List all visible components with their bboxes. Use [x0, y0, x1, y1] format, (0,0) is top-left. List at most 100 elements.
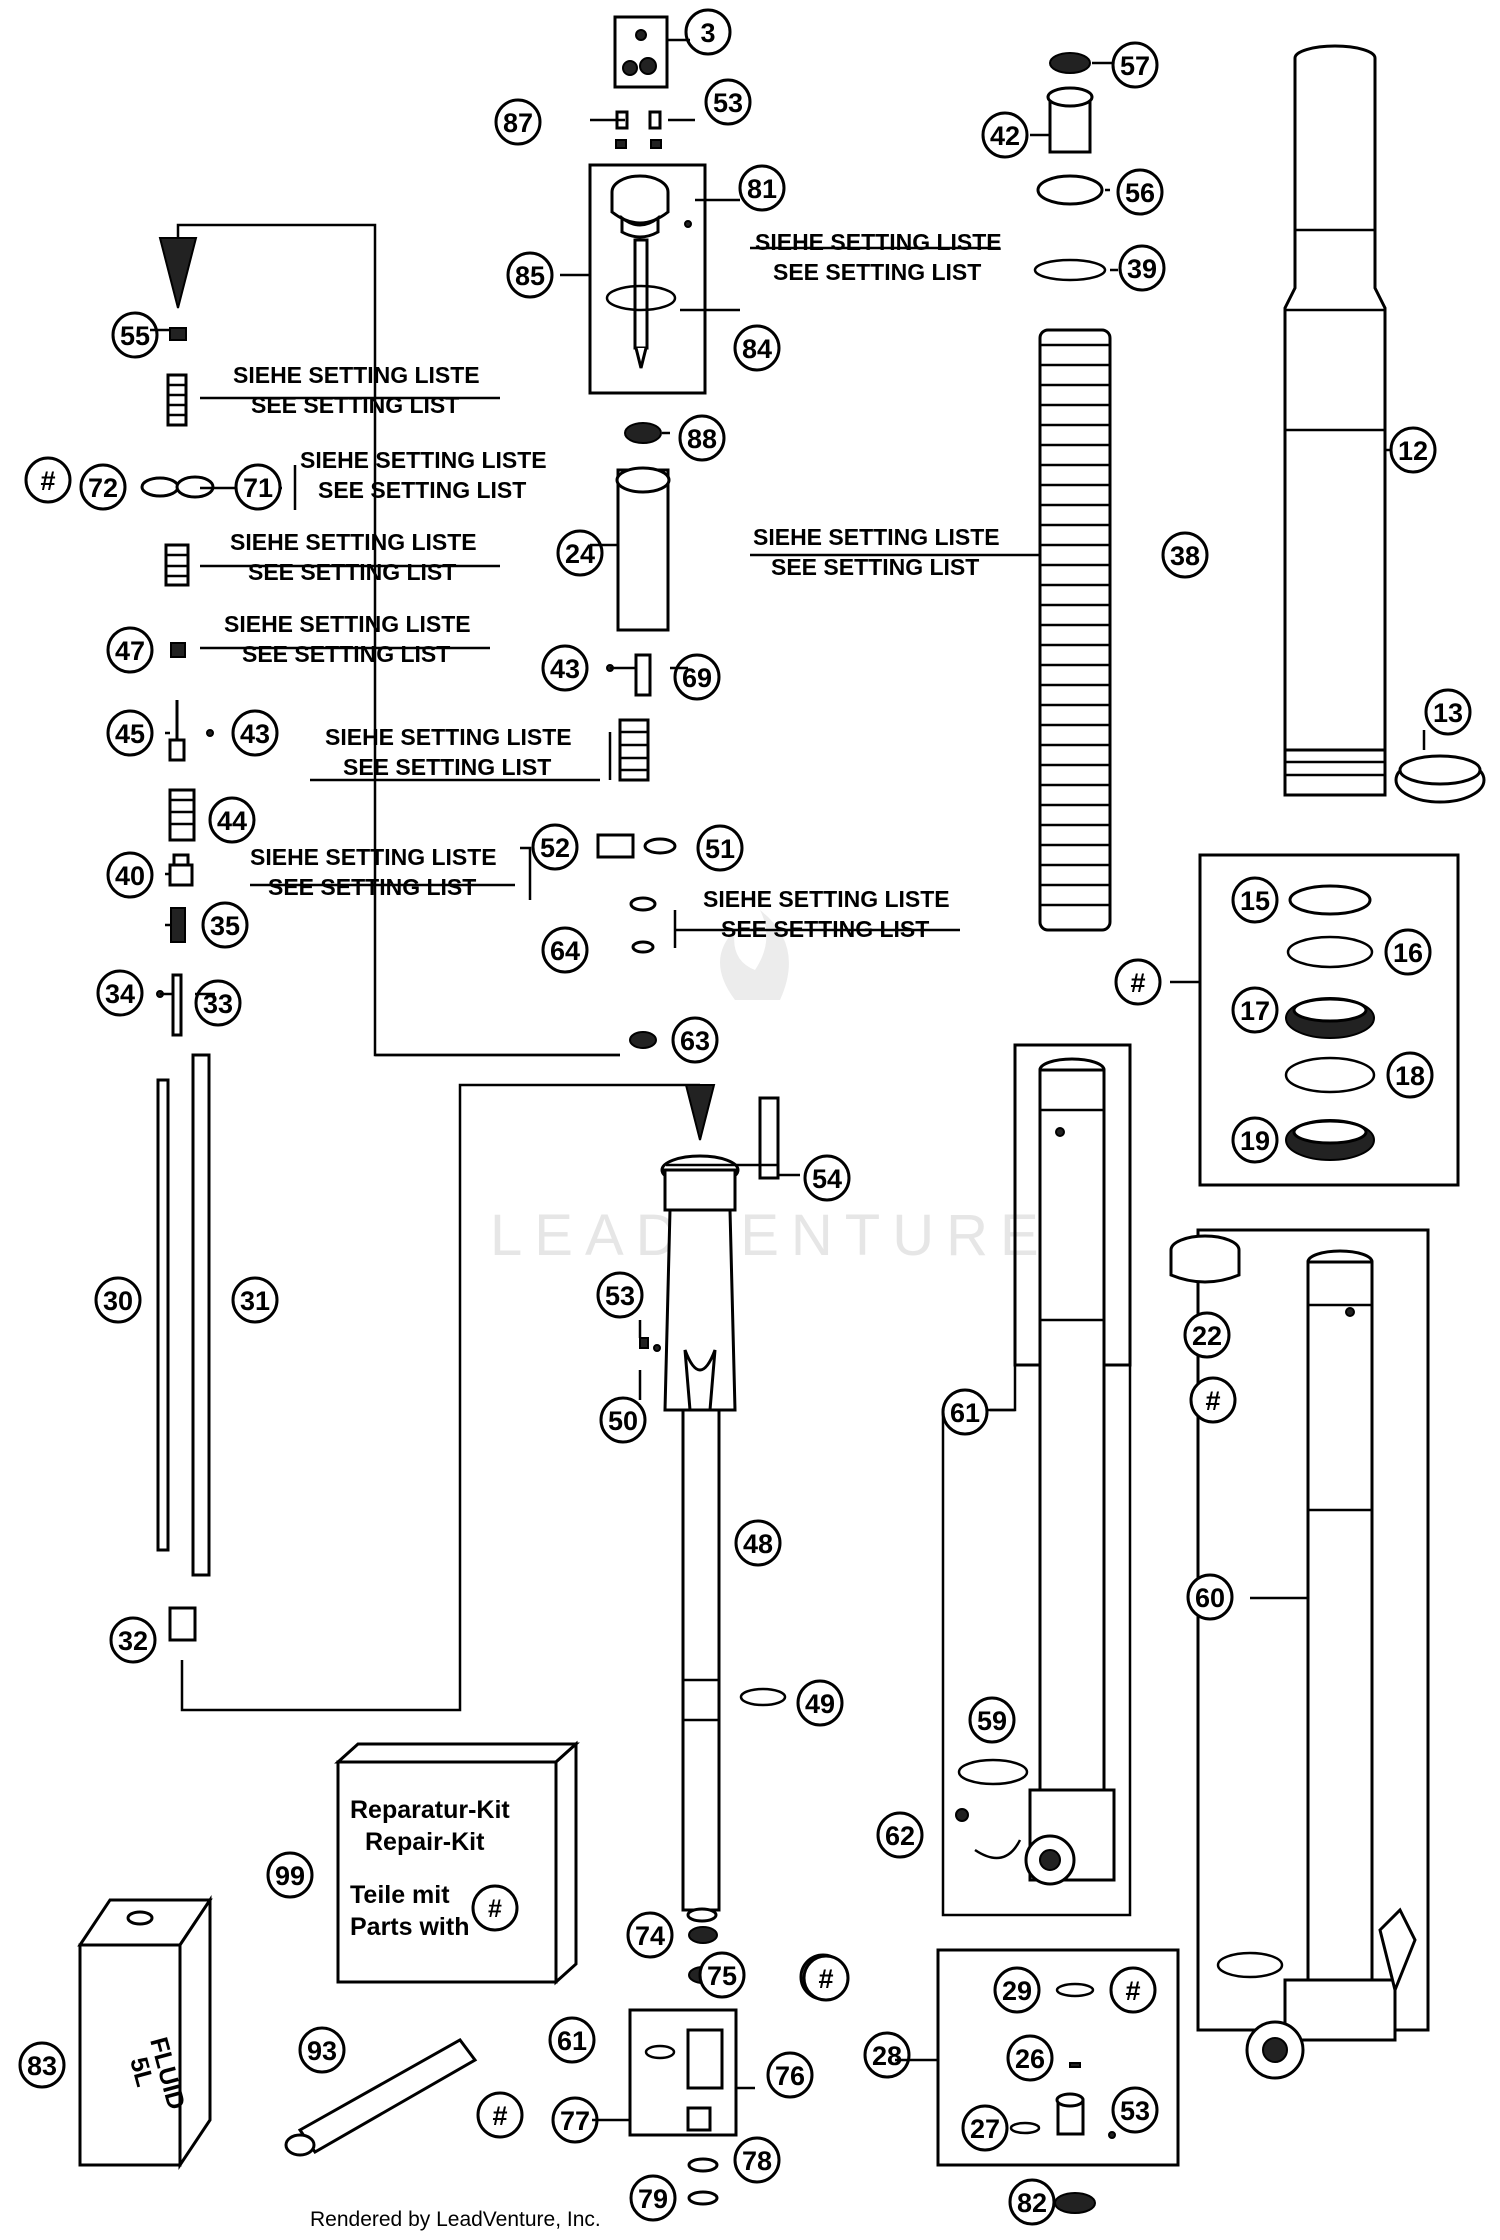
callout-88[interactable]: 88 — [678, 414, 726, 462]
callout-81[interactable]: 81 — [738, 164, 786, 212]
callout-38[interactable]: 38 — [1161, 531, 1209, 579]
callout-43[interactable]: 43 — [231, 709, 279, 757]
callout-22[interactable]: 22 — [1183, 1311, 1231, 1359]
callout-29[interactable]: 29 — [993, 1966, 1041, 2014]
svg-text:88: 88 — [687, 424, 717, 454]
svg-text:53: 53 — [1120, 2096, 1150, 2126]
callout-3[interactable]: 3 — [684, 8, 732, 56]
callout-53[interactable]: 53 — [596, 1271, 644, 1319]
svg-text:#: # — [492, 2101, 507, 2131]
svg-text:49: 49 — [805, 1689, 835, 1719]
fork-spring — [750, 246, 1112, 932]
callout-62[interactable]: 62 — [876, 1811, 924, 1859]
svg-text:40: 40 — [115, 861, 145, 891]
callout-60[interactable]: 60 — [1186, 1573, 1234, 1621]
callout-52[interactable]: 52 — [531, 823, 579, 871]
kit-line4: Parts with — [350, 1913, 469, 1941]
callout-84[interactable]: 84 — [733, 324, 781, 372]
setting-label-de: SIEHE SETTING LISTE — [230, 529, 477, 555]
callout-27[interactable]: 27 — [961, 2104, 1009, 2152]
callout-30[interactable]: 30 — [94, 1276, 142, 1324]
callout-47[interactable]: 47 — [106, 626, 154, 674]
callout-83[interactable]: 83 — [18, 2041, 66, 2089]
callout-31[interactable]: 31 — [231, 1276, 279, 1324]
callout-33[interactable]: 33 — [194, 979, 242, 1027]
callout-72[interactable]: 72 — [79, 463, 127, 511]
callout-51[interactable]: 51 — [696, 824, 744, 872]
callout-18[interactable]: 18 — [1386, 1051, 1434, 1099]
callout-64[interactable]: 64 — [541, 926, 589, 974]
svg-text:43: 43 — [240, 719, 270, 749]
svg-text:82: 82 — [1017, 2188, 1047, 2218]
callout-16[interactable]: 16 — [1384, 928, 1432, 976]
callout-19[interactable]: 19 — [1231, 1116, 1279, 1164]
inner-tube-60 — [1169, 1228, 1430, 2080]
callout-hash[interactable]: # — [802, 1954, 850, 2002]
callout-59[interactable]: 59 — [968, 1696, 1016, 1744]
inner-tube-61 — [941, 1043, 1132, 1917]
svg-text:42: 42 — [990, 121, 1020, 151]
svg-text:28: 28 — [872, 2041, 902, 2071]
callout-61[interactable]: 61 — [941, 1388, 989, 1436]
callout-75[interactable]: 75 — [698, 1951, 746, 1999]
setting-label-en: SEE SETTING LIST — [771, 554, 979, 580]
setting-label-en: SEE SETTING LIST — [251, 392, 459, 418]
callout-17[interactable]: 17 — [1231, 986, 1279, 1034]
callout-hash[interactable]: # — [1109, 1966, 1157, 2014]
callout-43[interactable]: 43 — [541, 644, 589, 692]
svg-text:#: # — [818, 1964, 833, 1994]
callout-13[interactable]: 13 — [1424, 688, 1472, 736]
callout-26[interactable]: 26 — [1006, 2034, 1054, 2082]
callout-15[interactable]: 15 — [1231, 876, 1279, 924]
callout-55[interactable]: 55 — [111, 311, 159, 359]
setting-label-en: SEE SETTING LIST — [721, 916, 929, 942]
callout-49[interactable]: 49 — [796, 1679, 844, 1727]
svg-text:17: 17 — [1240, 996, 1270, 1026]
callout-71[interactable]: 71 — [234, 463, 282, 511]
svg-text:45: 45 — [115, 719, 145, 749]
callout-48[interactable]: 48 — [734, 1519, 782, 1567]
svg-text:#: # — [1125, 1976, 1140, 2006]
callout-77[interactable]: 77 — [551, 2096, 599, 2144]
callout-82[interactable]: 82 — [1008, 2178, 1056, 2226]
callout-78[interactable]: 78 — [733, 2136, 781, 2184]
callout-99[interactable]: 99 — [266, 1851, 314, 1899]
setting-label-de: SIEHE SETTING LISTE — [224, 611, 471, 637]
callout-34[interactable]: 34 — [96, 969, 144, 1017]
callout-87[interactable]: 87 — [494, 98, 542, 146]
callout-45[interactable]: 45 — [106, 709, 154, 757]
callout-76[interactable]: 76 — [766, 2051, 814, 2099]
callout-hash[interactable]: # — [476, 2091, 524, 2139]
callout-85[interactable]: 85 — [506, 251, 554, 299]
svg-text:#: # — [1130, 968, 1145, 998]
kit-line1: Reparatur-Kit — [350, 1796, 510, 1824]
callout-39[interactable]: 39 — [1118, 244, 1166, 292]
callout-hash[interactable]: # — [1114, 958, 1162, 1006]
svg-text:15: 15 — [1240, 886, 1270, 916]
callout-63[interactable]: 63 — [671, 1016, 719, 1064]
callout-79[interactable]: 79 — [629, 2174, 677, 2222]
callout-35[interactable]: 35 — [201, 901, 249, 949]
callout-56[interactable]: 56 — [1116, 168, 1164, 216]
callout-hash[interactable]: # — [24, 456, 72, 504]
callout-24[interactable]: 24 — [556, 529, 604, 577]
callout-53[interactable]: 53 — [1111, 2086, 1159, 2134]
callout-57[interactable]: 57 — [1111, 41, 1159, 89]
callout-hash[interactable]: # — [1189, 1376, 1237, 1424]
callout-54[interactable]: 54 — [803, 1154, 851, 1202]
callout-28[interactable]: 28 — [863, 2031, 911, 2079]
callout-42[interactable]: 42 — [981, 111, 1029, 159]
svg-text:53: 53 — [713, 88, 743, 118]
callout-40[interactable]: 40 — [106, 851, 154, 899]
callout-50[interactable]: 50 — [599, 1396, 647, 1444]
callout-12[interactable]: 12 — [1389, 426, 1437, 474]
svg-text:61: 61 — [557, 2026, 587, 2056]
callout-32[interactable]: 32 — [109, 1616, 157, 1664]
kit-symbol: # — [488, 1895, 502, 1923]
callout-53[interactable]: 53 — [704, 78, 752, 126]
callout-74[interactable]: 74 — [626, 1911, 674, 1959]
callout-69[interactable]: 69 — [673, 653, 721, 701]
callout-61[interactable]: 61 — [548, 2016, 596, 2064]
callout-93[interactable]: 93 — [298, 2026, 346, 2074]
callout-44[interactable]: 44 — [208, 796, 256, 844]
